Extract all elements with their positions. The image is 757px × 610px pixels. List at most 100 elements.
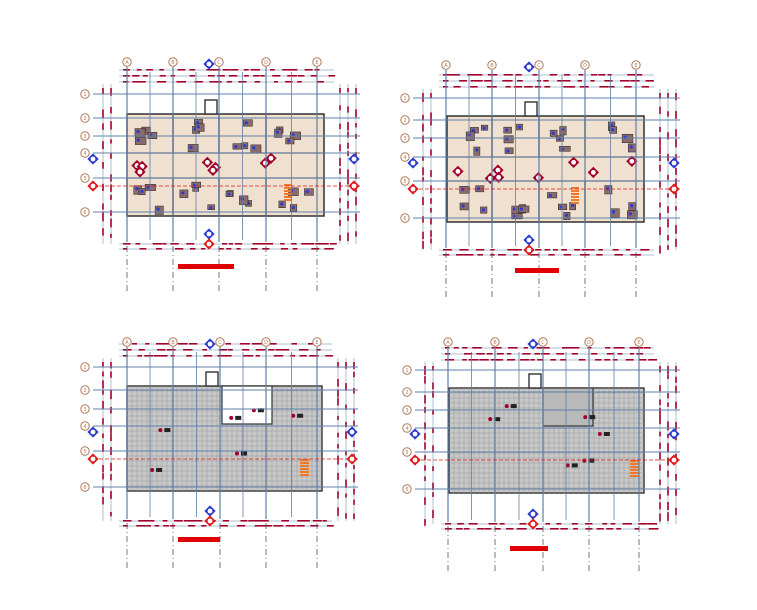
fixture-dot	[181, 191, 185, 195]
dimension-tick	[502, 80, 511, 82]
stair-tread	[300, 468, 309, 470]
grid-bubble-label: B	[171, 60, 175, 66]
dimension-tick	[648, 359, 658, 361]
grid-bubble-label: 4	[403, 155, 406, 161]
grid-bubble-column: E	[631, 60, 641, 70]
dimension-tick	[516, 528, 527, 530]
dimension-tick	[598, 249, 603, 251]
dimension-tick	[506, 353, 512, 355]
dimension-tick	[476, 353, 485, 355]
stair-tread	[571, 187, 579, 189]
dimension-tick	[163, 525, 170, 527]
section-marker-dot	[210, 167, 216, 173]
dimension-tick	[110, 184, 112, 192]
dimension-tick	[268, 349, 275, 351]
stair-tower	[204, 99, 218, 115]
fixture-dot	[505, 128, 509, 132]
dimension-tick	[145, 343, 150, 345]
grid-bubble-row: 3	[80, 131, 90, 141]
corridor-tag-marker	[587, 166, 599, 179]
dimension-tick	[659, 513, 661, 522]
grid-bubble-circle	[443, 337, 453, 347]
grid-bubble-circle	[261, 337, 271, 347]
section-marker-dot	[530, 511, 536, 517]
dimension-tick	[432, 428, 434, 434]
dimension-tick	[659, 164, 661, 172]
dimension-tick	[606, 353, 614, 355]
section-marker-bottom	[523, 244, 535, 256]
dimension-tick	[315, 243, 323, 245]
dimension-tick	[513, 254, 519, 256]
furniture-block	[511, 213, 523, 220]
dimension-tick	[457, 523, 464, 525]
dimension-tick	[571, 353, 578, 355]
dimension-tick	[612, 249, 619, 251]
fixture-dot	[196, 125, 200, 129]
dimension-tick	[424, 395, 426, 404]
grid-bubble-row: 4	[80, 148, 90, 158]
dimension-tick	[430, 93, 432, 98]
dimension-tick	[339, 144, 341, 152]
fixture-dot	[476, 187, 481, 191]
dimension-tick	[659, 126, 661, 132]
dimension-tick	[353, 420, 355, 426]
dimension-tick	[430, 198, 432, 204]
dimension-tick	[219, 248, 224, 250]
dimension-tick	[560, 359, 566, 361]
dimension-tick	[353, 440, 355, 447]
dimension-tick	[557, 80, 565, 82]
dimension-tick	[543, 80, 549, 82]
dimension-tick	[218, 349, 228, 351]
dimension-tick	[430, 238, 432, 244]
grid-bubble-row: 5	[400, 176, 410, 186]
dimension-tick	[102, 465, 104, 473]
grid-bubble-column: D	[261, 337, 271, 347]
dimension-tick	[432, 410, 434, 415]
elevation-marker-left	[409, 428, 421, 440]
grid-bubble-circle	[400, 115, 410, 125]
dimension-tick	[217, 75, 225, 77]
stair-tread	[284, 190, 292, 192]
fixture-dot	[611, 210, 616, 214]
dimension-tick	[499, 523, 505, 525]
section-marker-bottom	[204, 515, 216, 527]
dimension-tick	[494, 528, 501, 530]
section-marker-dot	[90, 429, 96, 435]
section-marker-right	[346, 453, 358, 465]
dimension-tick	[659, 407, 661, 417]
dimension-tick	[667, 402, 669, 407]
dimension-tick	[424, 497, 426, 505]
dimension-tick	[110, 121, 112, 130]
section-marker-dot	[530, 521, 536, 527]
dimension-tick	[550, 359, 556, 361]
dimension-tick	[462, 347, 468, 349]
dimension-tick	[297, 520, 305, 522]
fixture-dot	[471, 128, 475, 132]
grid-bubble-row: 3	[402, 405, 412, 415]
dimension-tick	[224, 355, 232, 357]
elevation-marker-left	[407, 157, 419, 169]
dimension-tick	[290, 69, 298, 71]
dimension-tick	[422, 177, 424, 182]
roof-equipment	[257, 408, 264, 413]
dimension-tick	[355, 196, 357, 206]
structural-grid	[93, 67, 360, 294]
dimension-tick	[189, 343, 198, 345]
roof-equipment	[510, 404, 517, 409]
dimension-tick	[524, 86, 533, 88]
section-marker-left	[87, 453, 99, 465]
grid-bubble-row: 3	[400, 133, 410, 143]
grid-bubble-label: 2	[83, 388, 86, 394]
dimension-tick	[486, 353, 493, 355]
dimension-tick	[602, 523, 608, 525]
fixture-dot	[280, 202, 284, 206]
elevation-marker-right	[346, 426, 358, 438]
dimension-tick	[488, 523, 498, 525]
fixture-dot	[140, 189, 144, 193]
dimension-tick	[225, 343, 232, 345]
dimension-tick	[590, 249, 595, 251]
dimension-tick	[544, 249, 551, 251]
dimension-tick	[347, 215, 349, 221]
open-well	[221, 385, 273, 425]
dimension-tick	[667, 393, 669, 399]
